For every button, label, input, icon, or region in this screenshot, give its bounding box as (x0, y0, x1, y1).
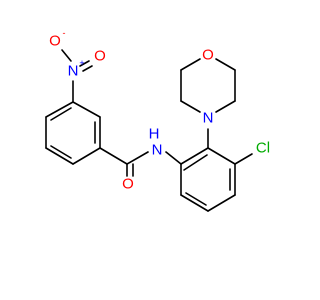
bond (207, 194, 236, 212)
bond (180, 58, 201, 71)
bond (50, 107, 72, 121)
bond (215, 100, 236, 113)
atom-label: O (49, 33, 61, 50)
bond (207, 147, 236, 165)
bond (185, 192, 207, 206)
bond (72, 147, 101, 165)
bond (82, 65, 93, 72)
bond (180, 194, 209, 212)
carbonyl-oxygen-atom: O (122, 176, 134, 193)
bond (126, 151, 149, 165)
bond (79, 60, 90, 67)
nitro-nitrogen-atom: N + (68, 58, 85, 80)
bond (215, 58, 236, 71)
morpholine-nitrogen-atom: N (203, 110, 214, 127)
bond (99, 147, 128, 165)
atom-layer: O - N + O O N H O N Cl (49, 28, 270, 193)
nitro-oxygen-right-atom: O (94, 48, 106, 65)
atom-label: N (152, 142, 163, 159)
bond (45, 101, 74, 118)
bond (234, 153, 253, 165)
chlorine-atom: Cl (256, 140, 270, 157)
bond (45, 147, 74, 165)
charge-label: + (79, 58, 84, 68)
morpholine-oxygen-atom: O (202, 47, 214, 64)
bond (180, 147, 209, 165)
atom-label: N (68, 63, 79, 80)
bond (61, 49, 72, 62)
hydrogen-label: H (149, 126, 160, 143)
bond-layer (45, 49, 253, 212)
bond (165, 151, 182, 165)
bond (72, 101, 101, 118)
bond (50, 145, 72, 159)
amide-nitrogen-atom: N H (149, 126, 163, 159)
charge-label: - (63, 28, 66, 38)
bond (180, 100, 201, 113)
nitro-oxygen-top-atom: O - (49, 28, 65, 50)
molecule-diagram: O - N + O O N H O N Cl (45, 28, 270, 212)
bond (183, 154, 208, 171)
